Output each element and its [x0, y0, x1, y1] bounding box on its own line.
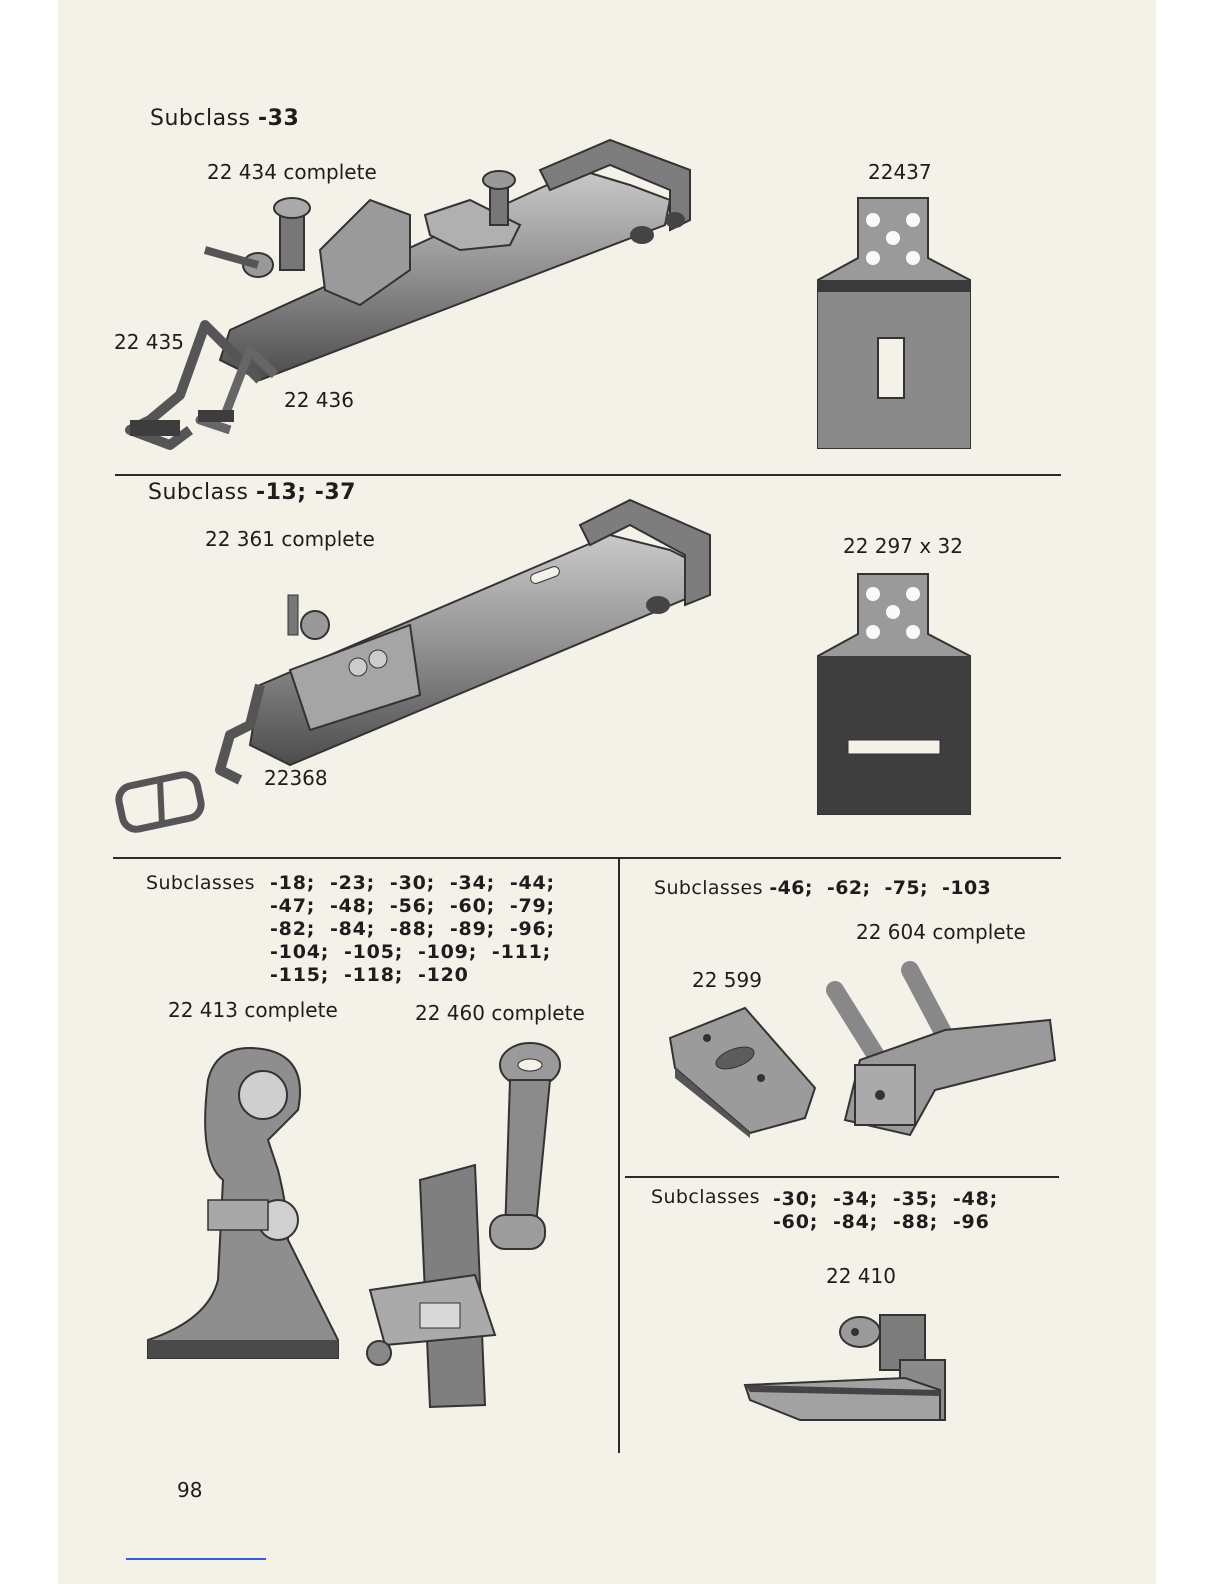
section1-left-label: 22 435 [114, 330, 184, 354]
section1-prefix: Subclass [150, 106, 251, 131]
section2-codes: -13; -37 [256, 480, 356, 505]
presser-foot-assembly-image [125, 138, 691, 450]
section2-divider [113, 857, 1061, 859]
section2-lower-label: 22368 [264, 766, 328, 790]
section5-codes-line1: -30; -34; -35; -48; [773, 1188, 998, 1210]
section2-complete-label: 22 361 complete [205, 527, 375, 551]
ribbed-throat-plate-image [817, 573, 971, 815]
section2-plate-label: 22 297 x 32 [843, 534, 963, 558]
section1-divider [115, 474, 1061, 476]
section4-heading: Subclasses -46; -62; -75; -103 [654, 877, 991, 900]
section3-codes-line2: -47; -48; -56; -60; -79; [270, 895, 555, 917]
section3-codes-line3: -82; -84; -88; -89; -96; [270, 918, 555, 940]
section4-complete-label: 22 604 complete [856, 920, 1026, 944]
section4-divider [625, 1176, 1059, 1178]
section2-heading: Subclass -13; -37 [148, 480, 356, 505]
section4-codes: -46; -62; -75; -103 [769, 877, 992, 899]
page-number: 98 [177, 1478, 203, 1502]
scan-mark [126, 1558, 266, 1560]
section3-left-label: 22 413 complete [168, 998, 338, 1022]
section1-codes: -33 [258, 106, 300, 131]
edge-guide-image [743, 1314, 946, 1421]
section3-codes-line4: -104; -105; -109; -111; [270, 941, 552, 963]
binder-foot-assembly-image [115, 498, 711, 833]
section1-heading: Subclass -33 [150, 106, 299, 131]
section3-codes-line5: -115; -118; -120 [270, 964, 469, 986]
section3-right-label: 22 460 complete [415, 1001, 585, 1025]
section3-prefix: Subclasses [146, 872, 255, 894]
throat-plate-image [817, 197, 971, 449]
section5-heading: Subclasses -30; -34; -35; -48; -60; -84;… [651, 1186, 997, 1236]
section1-plate-label: 22437 [868, 160, 932, 184]
section5-codes-line2: -60; -84; -88; -96 [773, 1211, 990, 1233]
column-divider [618, 857, 620, 1453]
section4-prefix: Subclasses [654, 877, 763, 899]
guide-assembly-image [826, 961, 1057, 1137]
section4-small-label: 22 599 [692, 968, 762, 992]
section2-prefix: Subclass [148, 480, 249, 505]
section1-complete-label: 22 434 complete [207, 160, 377, 184]
arm-bracket-image [366, 1042, 561, 1409]
section5-prefix: Subclasses [651, 1186, 760, 1208]
section1-lower-label: 22 436 [284, 388, 354, 412]
section3-heading: Subclasses -18; -23; -30; -34; -44; -47;… [146, 872, 606, 992]
section5-part-label: 22 410 [826, 1264, 896, 1288]
bracket-image [147, 1047, 339, 1359]
section3-codes-line1: -18; -23; -30; -34; -44; [270, 872, 555, 894]
slide-plate-image [668, 1006, 817, 1138]
